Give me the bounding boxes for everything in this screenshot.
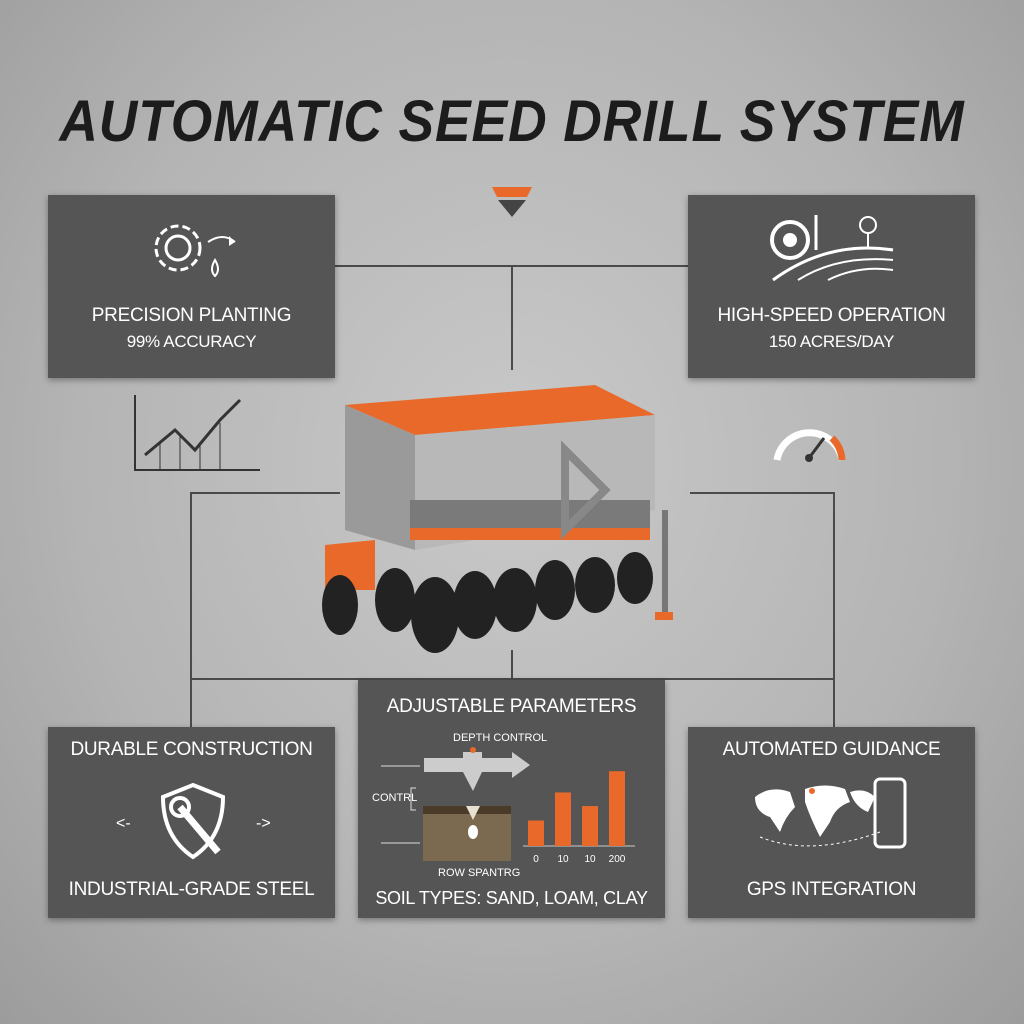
bar [582,806,598,846]
depth-control-diagram [381,747,530,861]
high-speed-panel: HIGH-SPEED OPERATION 150 ACRES/DAY [688,195,975,378]
right-arrow-icon: -> [256,815,271,832]
tick-label: 10 [557,854,569,865]
page-title: AUTOMATIC SEED DRILL SYSTEM [59,89,965,154]
connector [690,492,835,494]
world-map-phone-icon [755,777,907,849]
connector [190,492,192,727]
bar [528,820,544,846]
speedometer-icon [773,429,846,462]
tick-label: 0 [533,854,539,865]
tick-label: 10 [584,854,596,865]
speed-title: HIGH-SPEED OPERATION [717,305,946,326]
control-label: CONTRL [372,792,418,804]
down-arrow-icon [492,187,532,217]
bar [609,771,625,846]
speed-subtitle: 150 ACRES/DAY [768,332,895,351]
precision-planting-panel: PRECISION PLANTING 99% ACCURACY [48,195,335,378]
durable-title: DURABLE CONSTRUCTION [70,739,313,760]
params-title: ADJUSTABLE PARAMETERS [386,696,637,717]
automated-guidance-panel: AUTOMATED GUIDANCE GPS INTEGRATION [688,727,975,918]
connector [190,492,340,494]
tractor-field-icon [770,215,894,282]
bar-chart: 0 10 10 200 [523,771,635,865]
shield-wrench-icon [160,782,226,860]
connector [511,650,513,680]
durable-subtitle: INDUSTRIAL-GRADE STEEL [68,879,315,900]
bar [555,792,571,846]
precision-subtitle: 99% ACCURACY [126,332,257,351]
left-arrow-icon: <- [116,815,131,832]
durable-construction-panel: DURABLE CONSTRUCTION <- -> INDUSTRIAL-GR… [48,727,335,918]
tick-label: 200 [609,854,626,865]
connector [833,492,835,727]
precision-title: PRECISION PLANTING [91,305,292,326]
depth-control-label: DEPTH CONTROL [453,732,548,744]
guidance-subtitle: GPS INTEGRATION [746,879,917,900]
params-subtitle: SOIL TYPES: SAND, LOAM, CLAY [375,888,648,908]
gear-droplet-icon [154,224,236,278]
adjustable-parameters-panel: ADJUSTABLE PARAMETERS DEPTH CONTROL CONT… [358,680,665,918]
line-chart-icon [134,395,260,471]
guidance-title: AUTOMATED GUIDANCE [722,739,941,760]
seed-drill-machine-image [322,385,673,653]
connector [511,265,513,370]
row-spacing-label: ROW SPANTRG [438,867,521,879]
